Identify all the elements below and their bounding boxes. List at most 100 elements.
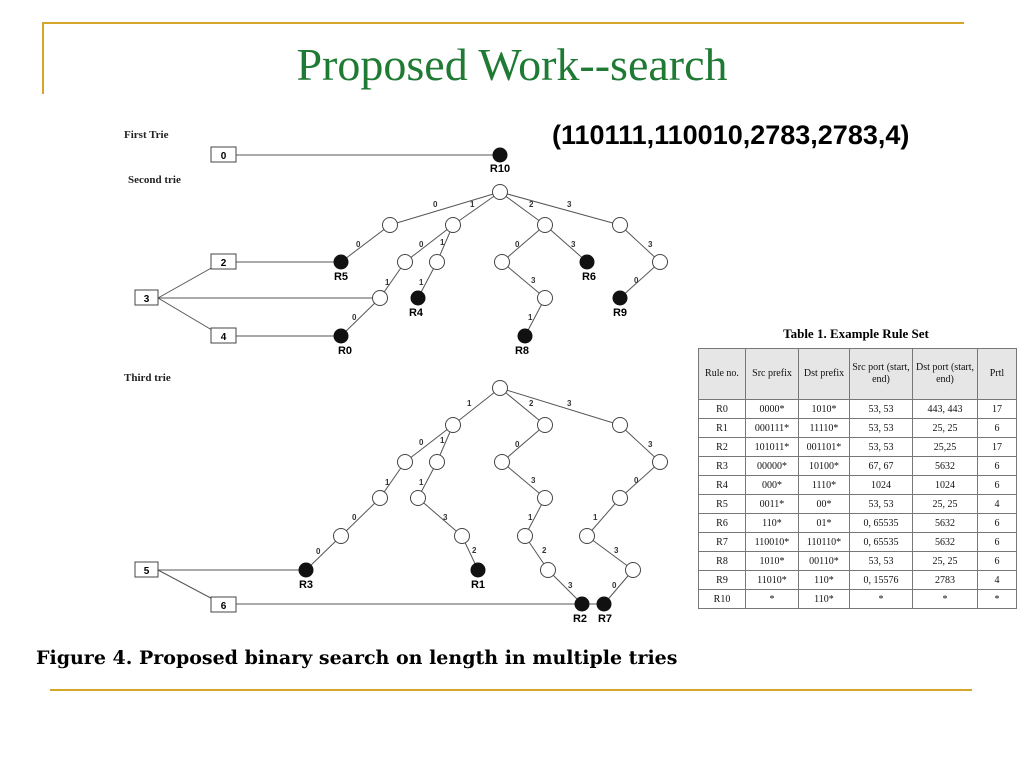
length-box-4 — [210, 327, 237, 344]
trie-node — [494, 454, 510, 470]
cell-src-port: 0, 65535 — [849, 513, 913, 533]
cell-src-prefix: * — [745, 589, 799, 609]
length-box-3 — [134, 289, 159, 306]
svg-text:0: 0 — [433, 200, 438, 209]
trie-node — [397, 454, 413, 470]
svg-text:1: 1 — [467, 399, 472, 408]
cell-dst-port: 2783 — [912, 570, 978, 590]
length-box-0 — [210, 146, 237, 163]
top-rule-line — [42, 22, 964, 24]
trie-node — [625, 562, 641, 578]
trie-node — [537, 217, 553, 233]
cell-dst-prefix: 00* — [798, 494, 850, 514]
cell-dst-port: 1024 — [912, 475, 978, 495]
cell-rule-no: R10 — [698, 589, 746, 609]
trie-node — [494, 254, 510, 270]
rule-table: Rule no. Src prefix Dst prefix Src port … — [698, 348, 1017, 609]
cell-dst-port: * — [912, 589, 978, 609]
cell-src-port: 53, 53 — [849, 551, 913, 571]
cell-protocol: 17 — [977, 399, 1017, 419]
length-box-6 — [210, 596, 237, 613]
header-src-prefix: Src prefix — [745, 348, 799, 400]
svg-text:0: 0 — [352, 513, 357, 522]
rule-label: R7 — [598, 613, 612, 625]
length-box-text-layer: 0 2 3 4 5 6 — [144, 151, 227, 612]
length-box-text: 6 — [221, 601, 227, 612]
svg-text:0: 0 — [419, 438, 424, 447]
length-box-text: 5 — [144, 566, 150, 577]
cell-rule-no: R6 — [698, 513, 746, 533]
trie-node — [537, 490, 553, 506]
cell-src-port: 53, 53 — [849, 437, 913, 457]
cell-src-prefix: 0011* — [745, 494, 799, 514]
cell-rule-no: R2 — [698, 437, 746, 457]
cell-rule-no: R0 — [698, 399, 746, 419]
cell-src-port: 53, 53 — [849, 494, 913, 514]
rule-label: R9 — [613, 307, 627, 319]
svg-text:1: 1 — [385, 478, 390, 487]
header-protocol: Prtl — [977, 348, 1017, 400]
svg-text:3: 3 — [531, 276, 536, 285]
svg-text:2: 2 — [542, 546, 547, 555]
header-dst-port: Dst port (start, end) — [912, 348, 978, 400]
cell-src-port: 53, 53 — [849, 399, 913, 419]
cell-src-prefix: 110* — [745, 513, 799, 533]
rule-node-r4 — [410, 290, 426, 306]
trie-node — [445, 217, 461, 233]
cell-rule-no: R1 — [698, 418, 746, 438]
svg-text:0: 0 — [612, 581, 617, 590]
trie-node — [410, 490, 426, 506]
svg-text:0: 0 — [515, 240, 520, 249]
cell-rule-no: R8 — [698, 551, 746, 571]
svg-text:0: 0 — [515, 440, 520, 449]
cell-protocol: 6 — [977, 551, 1017, 571]
svg-text:0: 0 — [316, 547, 321, 556]
figure-caption: Figure 4. Proposed binary search on leng… — [36, 647, 678, 669]
svg-text:1: 1 — [528, 313, 533, 322]
cell-src-port: 0, 15576 — [849, 570, 913, 590]
svg-text:1: 1 — [440, 238, 445, 247]
rule-table-header-row: Rule no. Src prefix Dst prefix Src port … — [698, 348, 1017, 400]
header-src-port: Src port (start, end) — [849, 348, 913, 400]
rule-node-r2 — [574, 596, 590, 612]
header-rule-no: Rule no. — [698, 348, 746, 400]
cell-src-port: * — [849, 589, 913, 609]
svg-text:1: 1 — [419, 478, 424, 487]
cell-rule-no: R7 — [698, 532, 746, 552]
cell-rule-no: R9 — [698, 570, 746, 590]
length-box-text: 2 — [221, 258, 227, 269]
internal-node-layer — [333, 184, 668, 578]
trie-node — [445, 417, 461, 433]
trie-node — [537, 417, 553, 433]
cell-rule-no: R4 — [698, 475, 746, 495]
second-trie-label: Second trie — [128, 174, 181, 186]
trie-node — [492, 184, 508, 200]
rule-node-r5 — [333, 254, 349, 270]
trie-node — [612, 217, 628, 233]
svg-text:3: 3 — [648, 440, 653, 449]
rule-label: R2 — [573, 613, 587, 625]
cell-protocol: 4 — [977, 494, 1017, 514]
rule-node-r3 — [298, 562, 314, 578]
svg-text:0: 0 — [352, 313, 357, 322]
length-box-5 — [134, 561, 159, 578]
trie-node — [537, 290, 553, 306]
trie-node — [429, 454, 445, 470]
trie-node — [612, 417, 628, 433]
query-tuple: (110111,110010,2783,2783,4) — [552, 120, 910, 150]
cell-dst-prefix: 001101* — [798, 437, 850, 457]
rule-node-r10 — [492, 147, 508, 163]
trie-node — [372, 490, 388, 506]
table-row: R10*110**** — [698, 589, 1017, 609]
cell-rule-no: R5 — [698, 494, 746, 514]
rule-label: R3 — [299, 579, 313, 591]
trie-node — [372, 290, 388, 306]
svg-text:2: 2 — [529, 399, 534, 408]
